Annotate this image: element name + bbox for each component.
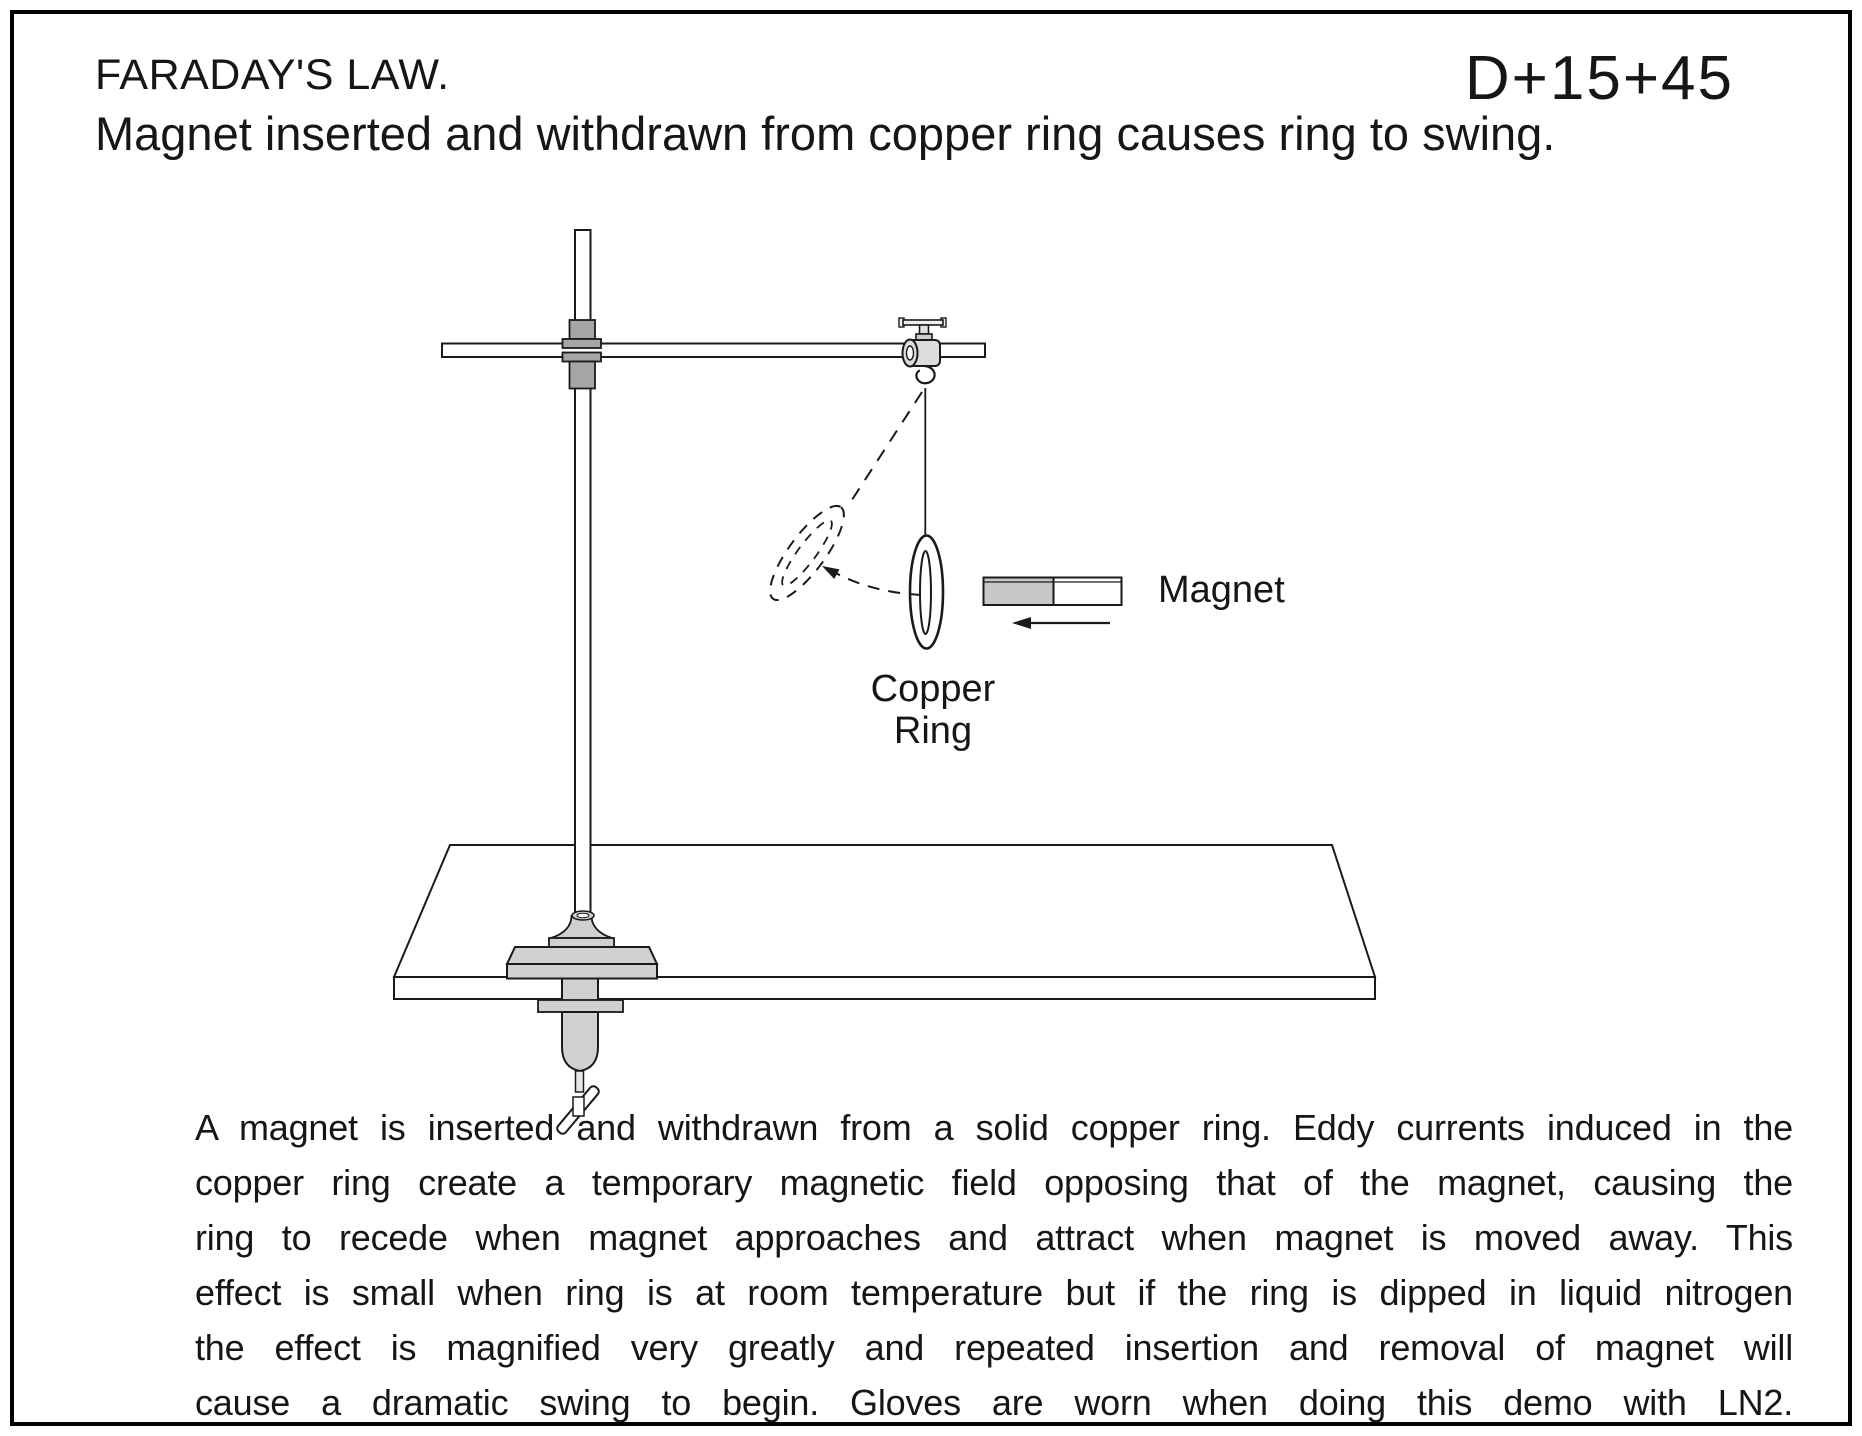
- swivel-clamp-icon: [898, 317, 947, 368]
- description-line: effect is small when ring is at room tem…: [195, 1272, 1793, 1313]
- page-subtitle: Magnet inserted and withdrawn from coppe…: [95, 107, 1556, 160]
- description-line: the effect is magnified very greatly and…: [195, 1327, 1793, 1368]
- description-line: copper ring create a temporary magnetic …: [195, 1162, 1793, 1203]
- bar-magnet-icon: [982, 576, 1123, 606]
- hook-icon: [915, 364, 936, 385]
- description-line: ring to recede when magnet approaches an…: [195, 1217, 1793, 1258]
- page-title: FARADAY'S LAW.: [95, 51, 450, 99]
- description-line: cause a dramatic swing to begin. Gloves …: [195, 1382, 1793, 1423]
- catalog-code: D+15+45: [1464, 44, 1734, 113]
- description-line: A magnet is inserted and withdrawn from …: [195, 1107, 1793, 1148]
- ghost-string: [847, 391, 923, 507]
- copper-ring-label: Copper Ring: [833, 668, 1033, 752]
- copper-ring-label-line1: Copper: [870, 668, 996, 710]
- motion-arrow-icon: [1012, 617, 1110, 629]
- rod-clamp-icon: [561, 319, 602, 390]
- ghost-ring-swung-icon: [769, 504, 845, 602]
- demo-description: A magnet is inserted and withdrawn from …: [195, 1103, 1793, 1433]
- copper-ring-label-line2: Ring: [893, 710, 973, 752]
- table-clamp-icon: [505, 910, 659, 1135]
- swing-arc-arrow-icon: [822, 566, 922, 596]
- magnet-label: Magnet: [1158, 569, 1285, 611]
- lab-table-icon: [392, 844, 1377, 1000]
- copper-ring-icon: [908, 534, 945, 650]
